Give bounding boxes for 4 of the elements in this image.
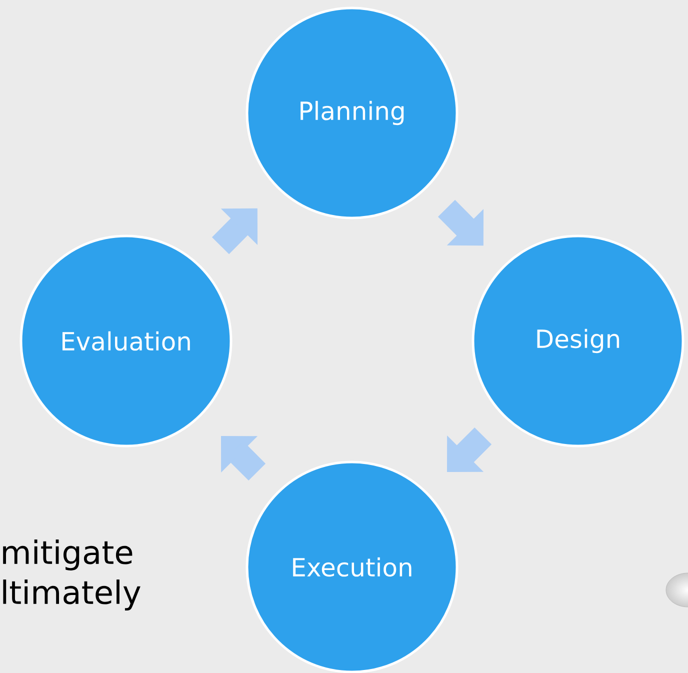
slide-text: ltimately [3,580,140,610]
slide-text: mitigate [3,540,132,570]
block-arrow [447,427,492,472]
block-arrow [438,200,484,246]
